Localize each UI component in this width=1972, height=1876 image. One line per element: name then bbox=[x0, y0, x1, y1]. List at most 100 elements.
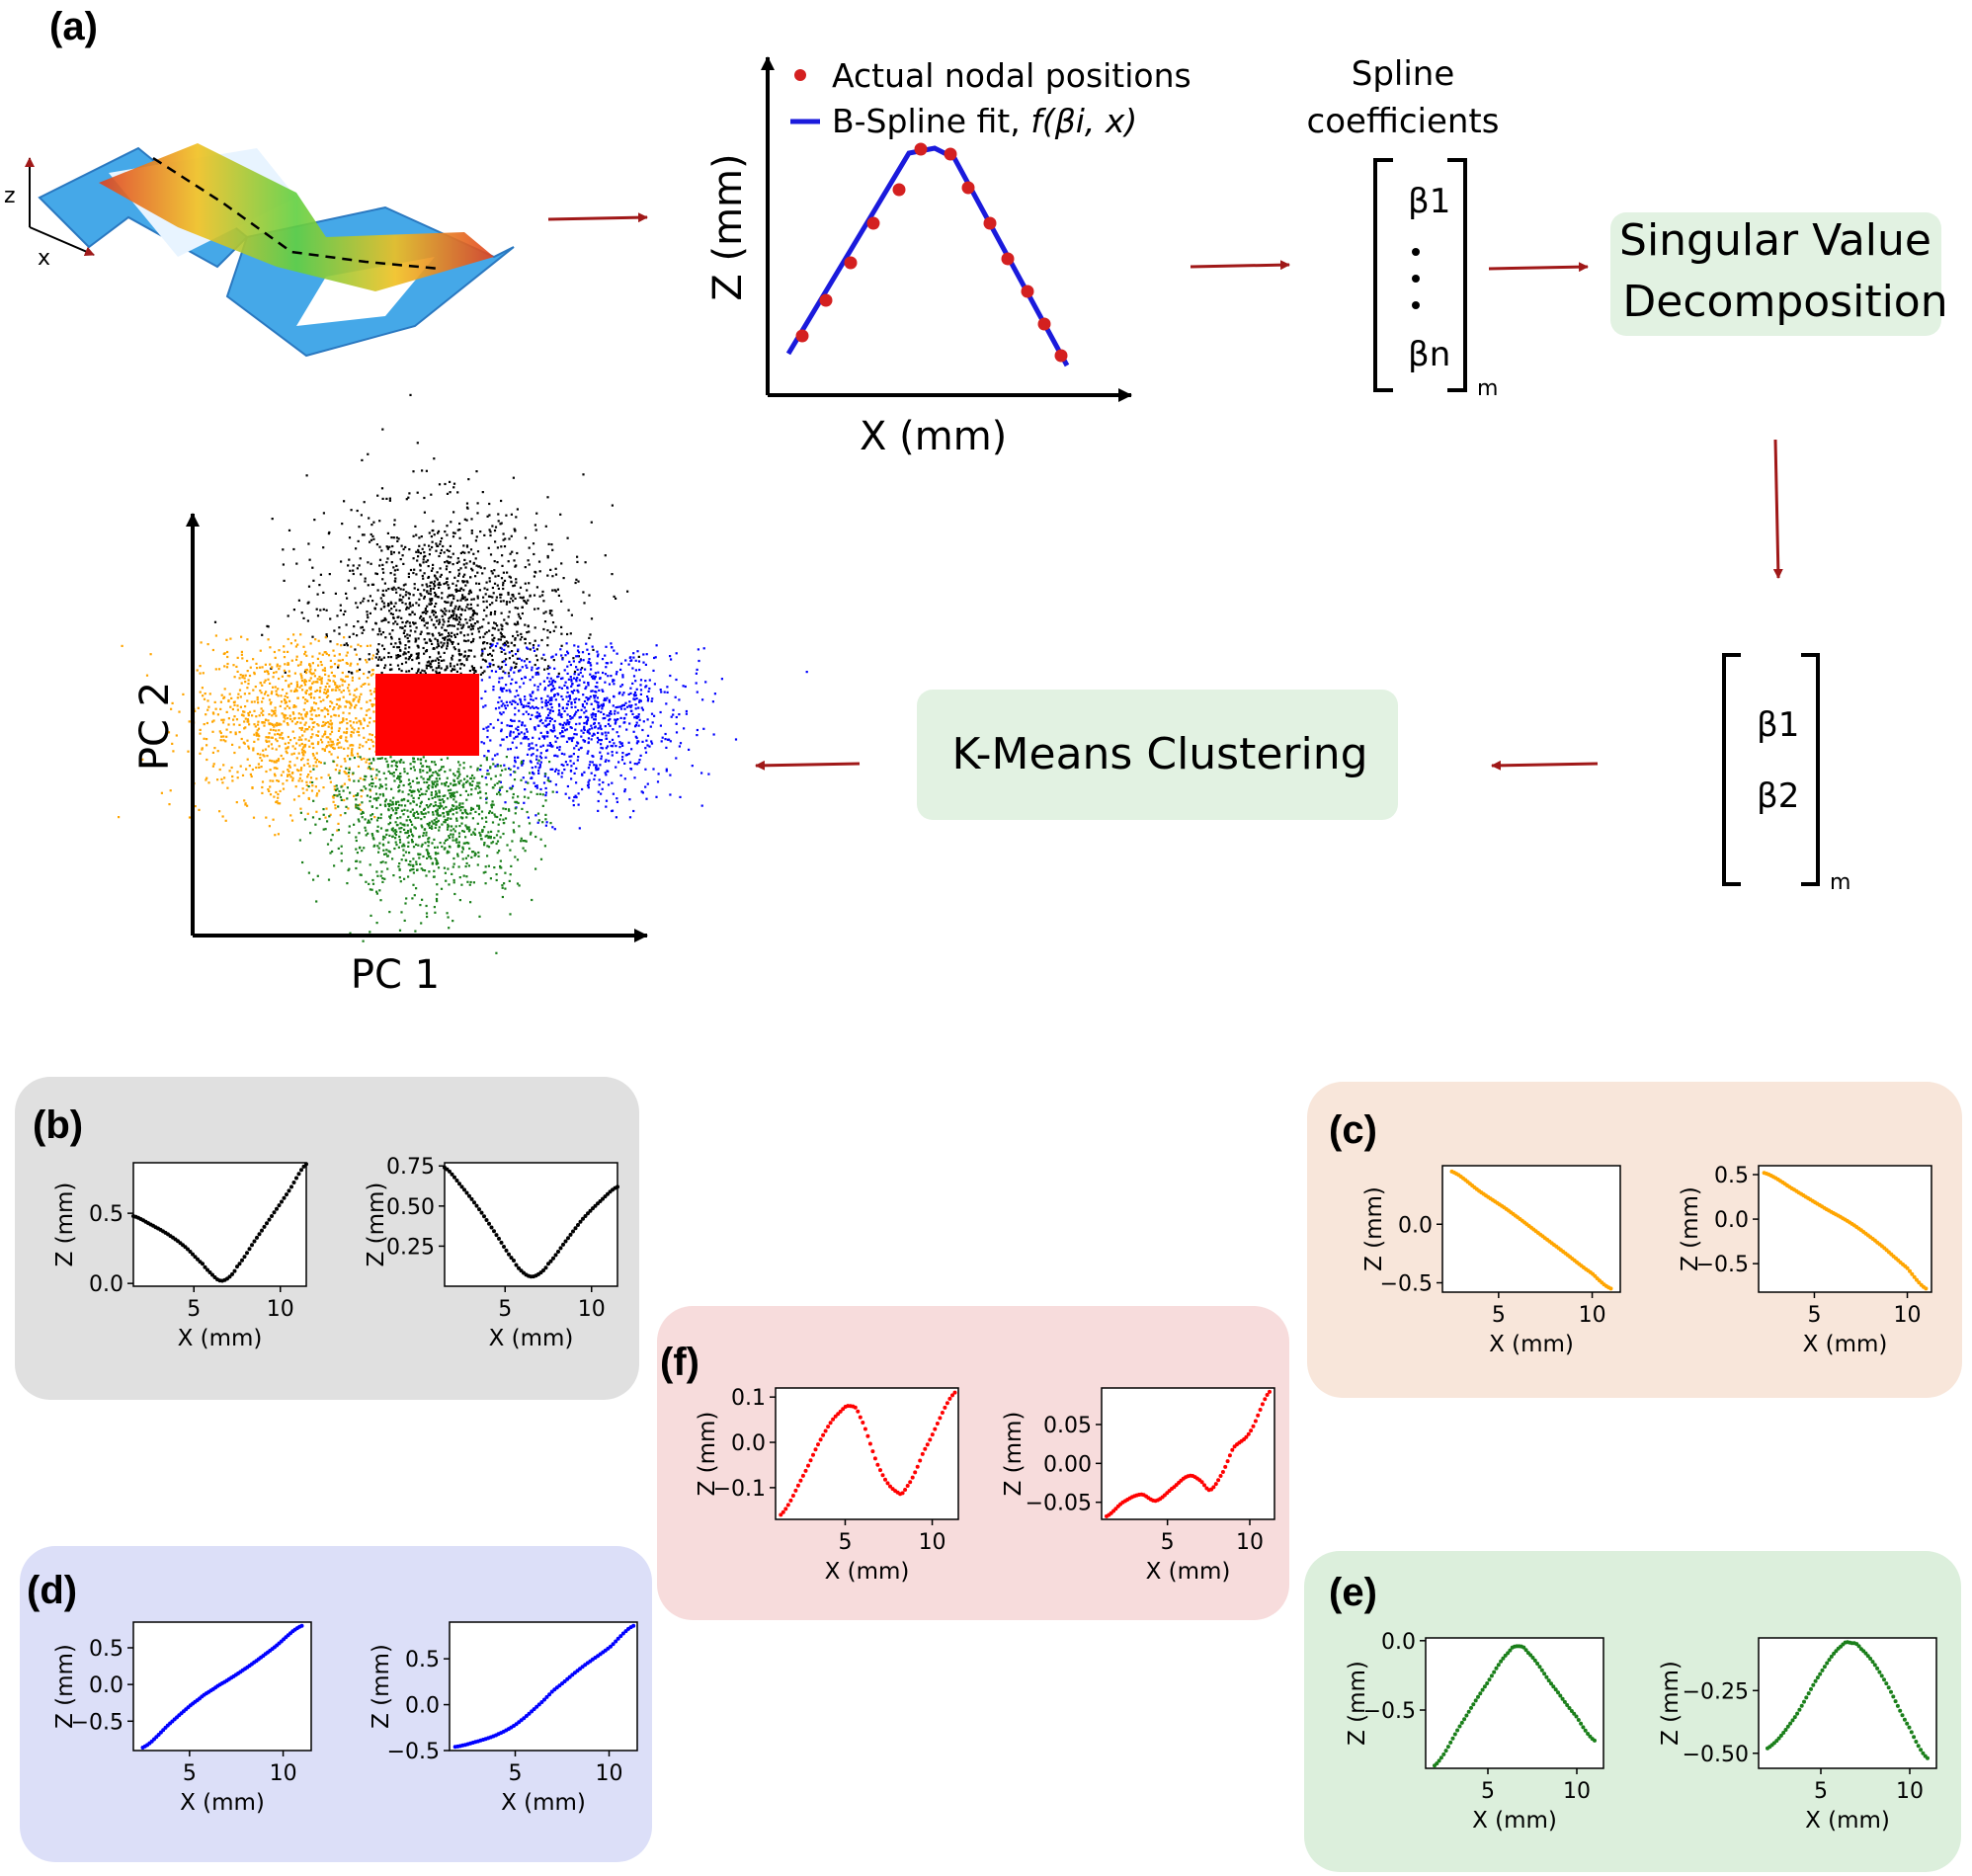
data-point bbox=[1478, 1691, 1483, 1696]
data-point bbox=[933, 1427, 938, 1431]
nodal-point bbox=[983, 216, 997, 230]
data-point bbox=[1914, 1740, 1919, 1744]
data-point bbox=[883, 1477, 887, 1482]
y-axis-label: Z (mm) bbox=[52, 1183, 78, 1267]
data-point bbox=[1905, 1721, 1910, 1726]
data-point bbox=[464, 1190, 469, 1195]
data-point bbox=[885, 1481, 890, 1486]
data-point bbox=[1202, 1483, 1206, 1488]
x-axis-label: X (mm) bbox=[1803, 1332, 1888, 1357]
data-point bbox=[1230, 1447, 1235, 1452]
data-point bbox=[818, 1437, 823, 1442]
data-point bbox=[1244, 1434, 1249, 1439]
y-tick-label: 0.00 bbox=[1043, 1452, 1092, 1477]
data-point bbox=[1485, 1681, 1490, 1685]
y-tick-label: −0.1 bbox=[713, 1477, 766, 1502]
y-axis-label: Z (mm) bbox=[695, 1412, 720, 1497]
data-point bbox=[450, 1172, 454, 1177]
data-point bbox=[1572, 1711, 1577, 1716]
data-point bbox=[272, 1210, 277, 1215]
data-point bbox=[1802, 1699, 1806, 1704]
data-point bbox=[1562, 1699, 1567, 1704]
y-tick-label: −0.25 bbox=[1683, 1679, 1749, 1704]
data-point bbox=[1891, 1694, 1896, 1699]
data-point bbox=[1889, 1689, 1893, 1694]
data-point bbox=[1532, 1658, 1537, 1663]
data-point bbox=[1464, 1713, 1469, 1718]
fit-xlabel: X (mm) bbox=[860, 414, 1007, 459]
x-axis-label: X (mm) bbox=[1805, 1808, 1890, 1834]
y-tick-label: 0.5 bbox=[405, 1648, 440, 1672]
data-point bbox=[1560, 1696, 1565, 1701]
y-tick-label: 0.5 bbox=[1714, 1164, 1749, 1188]
x-tick-label: 10 bbox=[919, 1530, 946, 1555]
data-point bbox=[1912, 1274, 1917, 1279]
y-tick-label: 0.0 bbox=[89, 1673, 123, 1698]
data-point bbox=[193, 1255, 198, 1260]
data-point bbox=[452, 1175, 456, 1180]
panel-b-label: (b) bbox=[33, 1103, 83, 1147]
arrow-to-svd bbox=[1488, 262, 1589, 273]
nodal-point bbox=[1037, 317, 1051, 331]
data-point bbox=[880, 1473, 885, 1478]
data-point bbox=[1926, 1755, 1930, 1760]
data-point bbox=[1870, 1660, 1875, 1665]
data-series bbox=[779, 1390, 957, 1517]
data-point bbox=[301, 1164, 306, 1169]
data-point bbox=[1556, 1690, 1560, 1695]
legend-line-func: f(βi, x) bbox=[1030, 102, 1137, 140]
data-point bbox=[1827, 1658, 1832, 1663]
data-point bbox=[1795, 1711, 1800, 1716]
cluster-black bbox=[213, 393, 640, 676]
data-point bbox=[1868, 1657, 1873, 1661]
reduced-beta-2: β2 bbox=[1757, 776, 1799, 816]
data-point bbox=[823, 1428, 828, 1433]
data-point bbox=[542, 1697, 546, 1702]
data-point bbox=[507, 1252, 511, 1257]
data-point bbox=[1565, 1703, 1570, 1707]
data-point bbox=[913, 1470, 918, 1475]
data-point bbox=[489, 1225, 494, 1230]
data-series bbox=[443, 1165, 619, 1279]
data-point bbox=[1788, 1721, 1793, 1726]
y-tick-label: −0.5 bbox=[1380, 1272, 1433, 1297]
data-point bbox=[1902, 1717, 1907, 1722]
data-point bbox=[1471, 1702, 1476, 1707]
data-point bbox=[1576, 1718, 1581, 1722]
data-point bbox=[908, 1480, 913, 1485]
y-axis-label: Z (mm) bbox=[369, 1644, 394, 1729]
y-tick-label: 0.5 bbox=[89, 1202, 123, 1227]
arrow-to-fit bbox=[547, 212, 648, 223]
data-point bbox=[798, 1478, 803, 1483]
data-point bbox=[484, 1218, 489, 1222]
nodal-point bbox=[961, 181, 975, 195]
data-point bbox=[910, 1475, 915, 1480]
data-point bbox=[1546, 1678, 1551, 1683]
data-point bbox=[1437, 1758, 1441, 1763]
data-series bbox=[140, 1623, 304, 1750]
data-point bbox=[1476, 1694, 1480, 1699]
data-point bbox=[581, 1216, 585, 1221]
data-point bbox=[811, 1452, 815, 1457]
panel-c-box bbox=[1307, 1082, 1962, 1398]
data-point bbox=[878, 1468, 882, 1473]
data-point bbox=[875, 1462, 880, 1467]
data-point bbox=[296, 1172, 301, 1177]
data-point bbox=[1496, 1663, 1501, 1668]
data-point bbox=[257, 1232, 262, 1237]
data-point bbox=[616, 1184, 619, 1189]
data-point bbox=[1811, 1682, 1816, 1687]
data-point bbox=[514, 1263, 519, 1267]
nodal-point bbox=[844, 256, 858, 270]
x-tick-label: 10 bbox=[1563, 1779, 1591, 1804]
data-point bbox=[191, 1252, 195, 1257]
data-point bbox=[935, 1422, 940, 1426]
data-point bbox=[1457, 1724, 1462, 1729]
data-point bbox=[1469, 1705, 1473, 1710]
data-point bbox=[609, 1644, 613, 1649]
coef-beta-n: βn bbox=[1408, 335, 1450, 374]
